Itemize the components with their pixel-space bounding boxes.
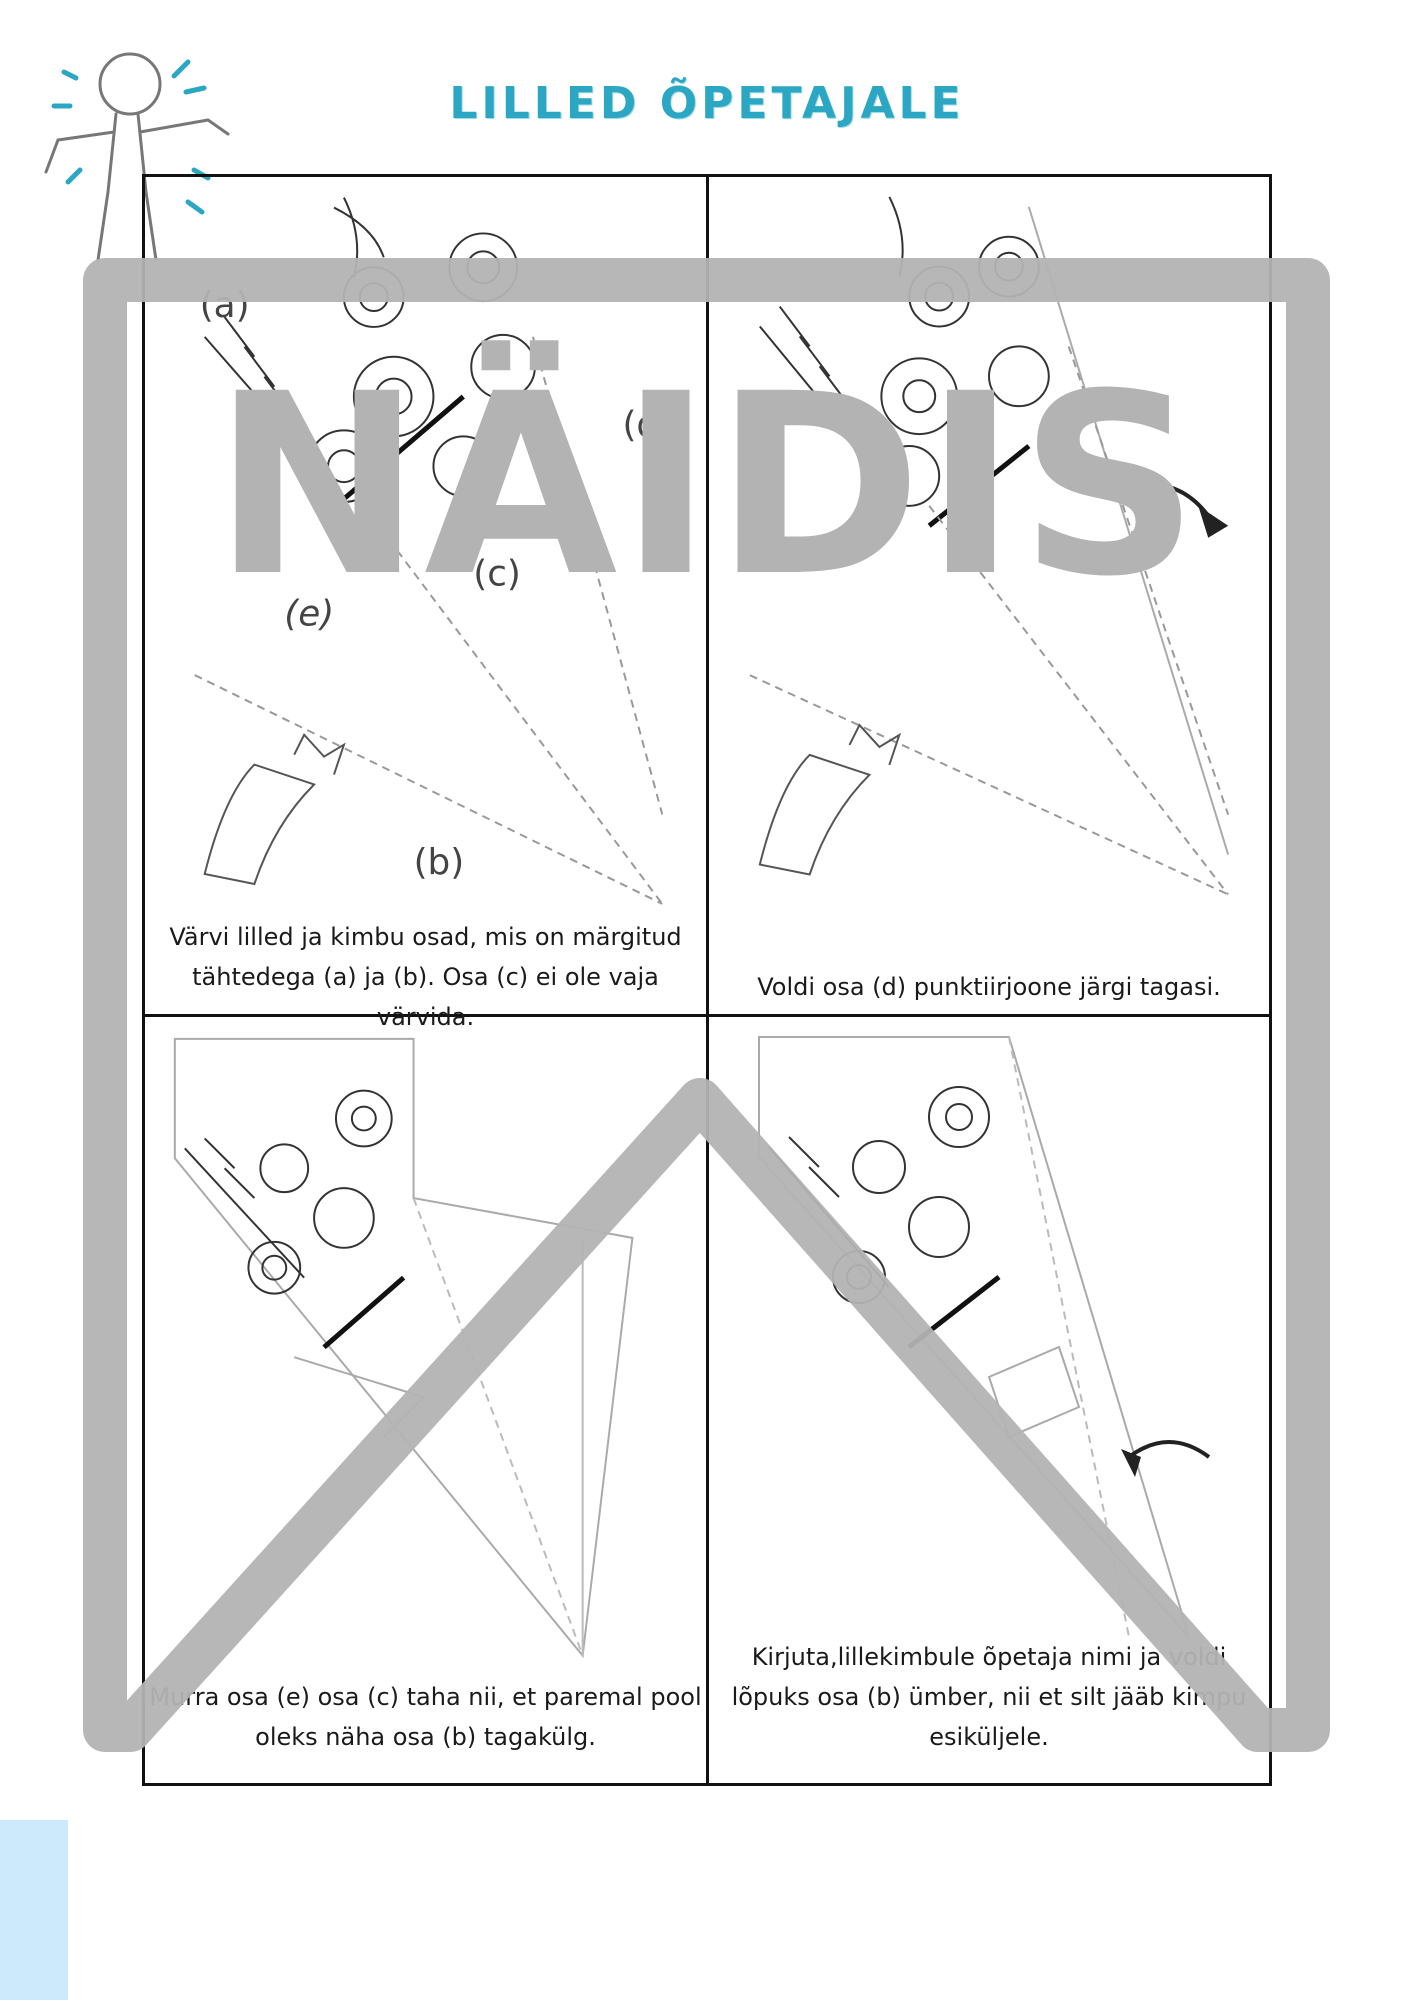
step-4-caption: Kirjuta,lillekimbule õpetaja nimi ja vol… [709,1637,1269,1757]
caption-line: Värvi lilled ja kimbu osad, mis on märgi… [169,923,682,951]
caption-line: Kirjuta,lillekimbule õpetaja nimi ja vol… [751,1643,1227,1671]
label-b: (b) [414,842,465,883]
step-2-panel: Voldi osa (d) punktiirjoone järgi tagasi… [709,177,1269,1017]
flower-bouquet-icon: (a) (d) (c) (e) (b) [194,197,673,905]
fold-arrow-icon [1127,1440,1211,1459]
label-a: (a) [200,285,250,326]
label-d: (d) [622,404,673,445]
flower-bouquet-icon [173,1037,634,1659]
step-2-caption: Voldi osa (d) punktiirjoone järgi tagasi… [709,967,1269,1007]
side-accent-bar [0,1820,68,2000]
step-4-panel: Kirjuta,lillekimbule õpetaja nimi ja vol… [709,1017,1269,1783]
caption-line: esiküljele. [929,1723,1049,1751]
step-3-caption: Murra osa (e) osa (c) taha nii, et parem… [145,1677,706,1757]
flower-bouquet-icon [749,196,1230,896]
caption-line: Murra osa (e) osa (c) taha nii, et parem… [149,1683,702,1711]
step-1-panel: (a) (d) (c) (e) (b) Värvi lilled ja kimb… [145,177,709,1031]
label-e: (e) [284,593,334,634]
caption-line: oleks näha osa (b) tagakülg. [255,1723,596,1751]
instruction-grid: (a) (d) (c) (e) (b) Värvi lilled ja kimb… [142,174,1272,1786]
caption-line: Voldi osa (d) punktiirjoone järgi tagasi… [757,973,1221,1001]
ribbon-icon [987,1345,1081,1439]
step-3-panel: Murra osa (e) osa (c) taha nii, et parem… [145,1017,709,1783]
label-c: (c) [473,554,521,595]
page-title: LILLED ÕPETAJALE [449,78,965,129]
caption-line: lõpuks osa (b) ümber, nii et silt jääb k… [731,1683,1247,1711]
